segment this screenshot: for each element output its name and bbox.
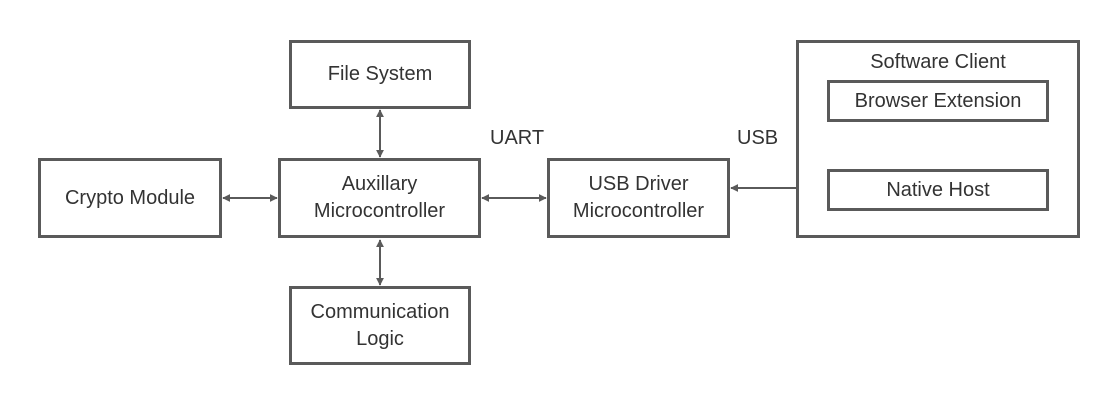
native-host-label: Native Host [886,178,990,201]
usb-driver-microcontroller-line2: Microcontroller [572,200,705,222]
crypto-module-node: Crypto Module [38,158,222,238]
uart-edge-label: UART [490,127,545,149]
usb-driver-microcontroller-node: USB Driver Microcontroller [547,158,730,238]
usb-driver-microcontroller-line1: USB Driver [588,173,689,195]
browser-extension-label: Browser Extension [854,89,1022,112]
file-system-label: File System [327,63,433,85]
usb-edge-label: USB [737,127,779,149]
auxillary-microcontroller-node: Auxillary Microcontroller [278,158,481,238]
communication-logic-node: Communication Logic [289,286,471,365]
auxillary-microcontroller-label: Auxillary Microcontroller [314,171,445,225]
crypto-module-label: Crypto Module [64,186,196,209]
file-system-node: File System [289,40,471,109]
browser-extension-node: Browser Extension [827,80,1049,122]
communication-logic-line1: Communication [310,300,450,323]
auxillary-microcontroller-line2: Microcontroller [313,200,446,222]
communication-logic-line2: Logic [356,327,404,350]
communication-logic-label: Communication Logic [311,299,450,353]
usb-driver-microcontroller-label: USB Driver Microcontroller [573,171,704,225]
auxillary-microcontroller-line1: Auxillary [341,173,418,195]
software-client-title: Software Client [870,51,1006,73]
native-host-node: Native Host [827,169,1049,211]
